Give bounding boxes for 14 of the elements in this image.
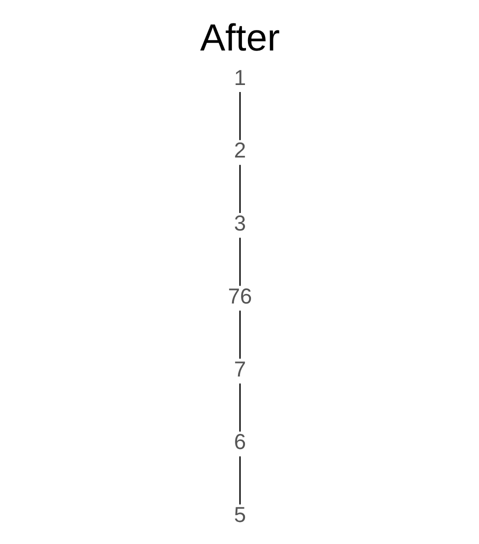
diagram-title: After [200, 18, 280, 60]
node-text: 1 [233, 64, 246, 90]
connector [238, 383, 240, 432]
node-text: 6 [233, 429, 246, 454]
node-text: 3 [233, 210, 246, 236]
connector [238, 456, 240, 504]
connector [238, 164, 240, 213]
node-text: 76 [227, 283, 252, 308]
node-text: 5 [233, 502, 246, 528]
connector [238, 92, 240, 140]
connector [238, 238, 240, 286]
node-text: 7 [233, 356, 246, 382]
node-text: 2 [233, 138, 246, 163]
connector [238, 310, 240, 359]
